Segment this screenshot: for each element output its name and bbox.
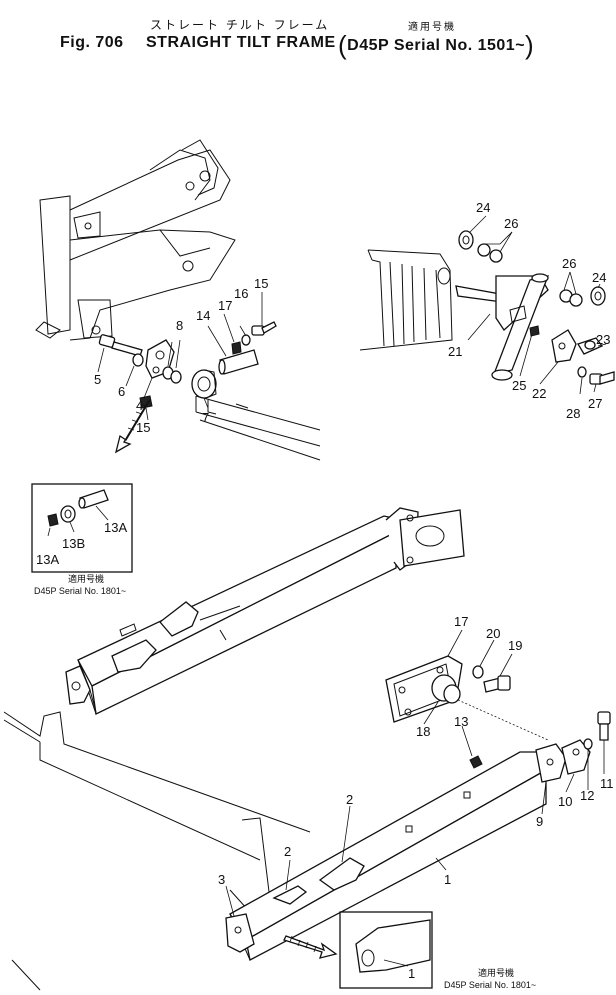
washers-28a <box>477 243 503 263</box>
ball-joint-20 <box>431 674 461 704</box>
rail-fragment <box>195 395 321 461</box>
callout-labels: 5 6 4 8 7 15 14 17 16 15 24 26 26 24 21 … <box>36 200 614 981</box>
callout-22: 20 <box>486 626 500 641</box>
washer-12 <box>583 738 593 750</box>
tilt-frame-beam-mid <box>65 507 465 715</box>
callout-9: 9 <box>536 814 543 829</box>
washer-17 <box>241 334 251 346</box>
bolt-16 <box>251 321 277 336</box>
grease-fitting-27 <box>529 325 540 337</box>
callout-30: 28 <box>566 406 580 421</box>
callout-3: 3 <box>218 872 225 887</box>
callout-13a: 13A <box>36 552 59 567</box>
end-bracket-9 <box>535 743 567 783</box>
callout-26b: 24 <box>592 270 606 285</box>
bolt-11 <box>597 711 611 741</box>
callout-2b: 2 <box>284 844 291 859</box>
bushing-7 <box>191 369 217 399</box>
callout-2a: 2 <box>346 792 353 807</box>
plug-13 <box>469 755 483 769</box>
bolt-21 <box>483 675 511 693</box>
callout-15: 17 <box>218 298 232 313</box>
bushing-13b <box>60 505 76 523</box>
callout-28a: 26 <box>504 216 518 231</box>
callout-19: 17 <box>454 614 468 629</box>
grease-fitting-15 <box>231 341 242 355</box>
callout-16: 15 <box>254 276 268 291</box>
frame-end-inset <box>355 919 431 973</box>
washer-22 <box>472 665 484 679</box>
callout-14: 14 <box>196 308 210 323</box>
callout-5: 5 <box>94 372 101 387</box>
callout-11: 11 <box>600 776 614 791</box>
cap-10 <box>561 739 591 775</box>
callout-17: 16 <box>234 286 248 301</box>
callout-1: 1 <box>444 872 451 887</box>
inset-bottom-applicability: 適用号機 <box>478 967 514 978</box>
washer-30 <box>577 366 587 378</box>
inset-top-serial: D45P Serial No. 1801~ <box>34 586 126 596</box>
callout-10: 10 <box>558 794 572 809</box>
washer-6 <box>132 353 144 367</box>
title-japanese: ストレート チルト フレーム <box>150 18 330 32</box>
callout-27: 25 <box>512 378 526 393</box>
callout-18: 15 <box>136 420 150 435</box>
serial-range: (D45P Serial No. 1501~) <box>338 30 535 60</box>
callout-8: 8 <box>176 318 183 333</box>
callout-13: 13 <box>454 714 468 729</box>
callout-28b: 26 <box>562 256 576 271</box>
inset-top-applicability: 適用号機 <box>68 573 104 584</box>
inset-notes: 適用号機 D45P Serial No. 1801~ 適用号機 D45P Ser… <box>34 573 536 990</box>
callout-20: 18 <box>416 724 430 739</box>
inset-bottom-serial: D45P Serial No. 1801~ <box>444 980 536 990</box>
upper-left-frame-drawing <box>35 139 236 341</box>
bolt-5 <box>98 334 143 357</box>
serial-line: D45P Serial No. 1501~ <box>347 37 526 54</box>
tilt-frame-1 <box>225 751 549 961</box>
grease-fitting-13a <box>47 513 59 527</box>
callout-7: 7 <box>202 410 209 425</box>
callout-29: 27 <box>588 396 602 411</box>
bolt-29 <box>589 371 615 385</box>
pin-14-inset <box>78 489 109 509</box>
upper-right-frame-drawing <box>359 249 453 351</box>
washers-8 <box>162 366 182 384</box>
washers-28b <box>559 289 583 307</box>
callout-14-inset: 13A <box>104 520 127 535</box>
callout-1-inset: 1 <box>408 966 415 981</box>
inset-box-bottom <box>339 911 433 989</box>
leader-lines <box>47 215 607 967</box>
callout-4: 4 <box>136 398 143 413</box>
callout-25: 23 <box>596 332 610 347</box>
inset-arrow-top <box>114 399 151 454</box>
callout-13b: 13B <box>62 536 85 551</box>
inset-box-top <box>31 483 133 573</box>
inset-arrow-bottom <box>283 935 338 959</box>
figure-label: Fig. 706 <box>60 34 124 51</box>
callout-21: 19 <box>508 638 522 653</box>
callout-23: 21 <box>448 344 462 359</box>
callout-26a: 24 <box>476 200 490 215</box>
bushing-26a <box>458 230 474 250</box>
bushing-26b <box>590 286 606 306</box>
cap-24 <box>551 329 577 363</box>
callout-6: 6 <box>118 384 125 399</box>
fitting-25 <box>577 337 604 355</box>
dash-line-20 <box>457 699 549 741</box>
applicability-japanese: 適用号機 <box>408 22 456 33</box>
callout-12: 12 <box>580 788 594 803</box>
cylinder-shaft-23 <box>455 273 550 381</box>
callout-24: 22 <box>532 386 546 401</box>
pin-14 <box>218 349 259 375</box>
page-title: STRAIGHT TILT FRAME <box>146 34 336 51</box>
